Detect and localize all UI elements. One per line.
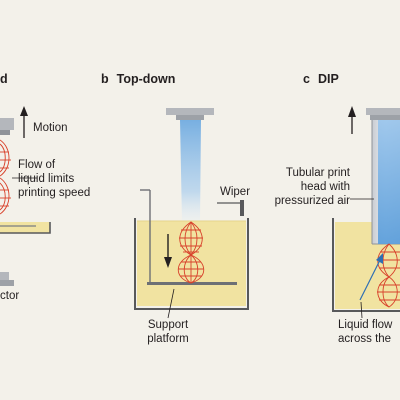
vat-wall — [134, 218, 249, 310]
flow-label: Flow of liquid limits printing speed — [18, 159, 91, 199]
projector-label: ctor — [0, 290, 20, 302]
light-source — [366, 108, 400, 115]
liquid-flow-arrow — [359, 257, 382, 301]
panel-a-graphics — [0, 106, 51, 286]
panel-a-title-fragment: d — [0, 72, 8, 86]
support-platform-label: Support platform — [147, 319, 189, 345]
build-plate — [0, 118, 14, 130]
light-beam — [378, 120, 400, 244]
printed-structure — [177, 221, 205, 284]
motion-label: Motion — [33, 122, 68, 134]
panel-b-graphics — [134, 108, 249, 319]
panel-c-graphics — [332, 106, 400, 319]
resin-vat — [0, 222, 50, 233]
support-platform — [147, 282, 237, 285]
light-beam — [180, 120, 201, 222]
vat-wall — [332, 218, 400, 312]
resin-vat — [137, 221, 246, 306]
light-source — [166, 108, 214, 115]
print-head-label: Tubular print head with pressurized air — [274, 167, 350, 207]
printed-structure — [0, 139, 11, 215]
wiper-label: Wiper — [220, 186, 251, 198]
projector — [0, 272, 9, 280]
liquid-flow-label: Liquid flow across the — [338, 319, 393, 345]
